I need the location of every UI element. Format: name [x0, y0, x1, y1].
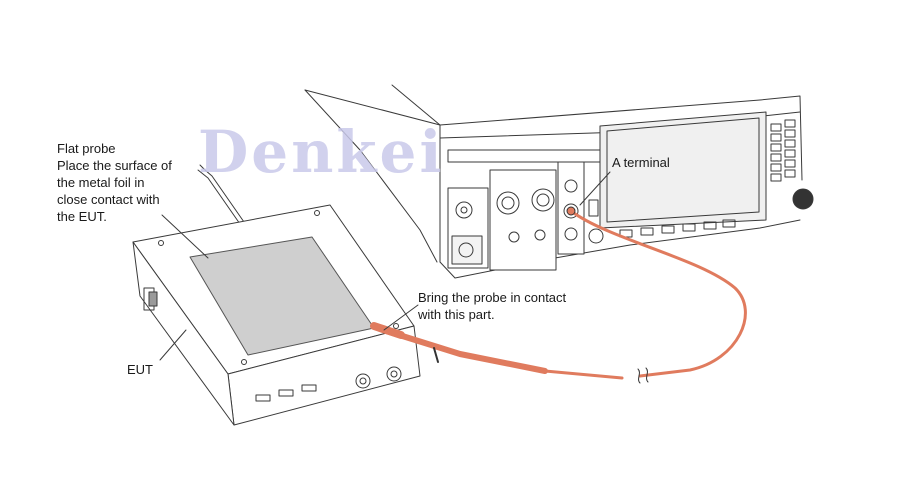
flat-probe-label: Flat probe Place the surface of the meta…	[57, 140, 172, 225]
leader-a-terminal	[579, 171, 611, 206]
flat-probe-label-line: close contact with	[57, 192, 160, 207]
leader-bring-probe	[383, 304, 419, 331]
bring-probe-label: Bring the probe in contact with this par…	[418, 289, 566, 323]
flat-probe-label-line: Place the surface of	[57, 158, 172, 173]
flat-probe-label-line: Flat probe	[57, 141, 116, 156]
flat-probe-rod	[199, 164, 245, 223]
bring-probe-label-line: with this part.	[418, 307, 495, 322]
leader-flat-probe	[161, 214, 209, 259]
a-terminal-label: A terminal	[612, 155, 670, 170]
instrument	[304, 84, 814, 279]
bring-probe-label-line: Bring the probe in contact	[418, 290, 567, 305]
eut-label: EUT	[127, 362, 153, 377]
flat-probe-label-line: the metal foil in	[57, 175, 145, 190]
eut-box	[132, 204, 421, 426]
leader-eut	[159, 329, 187, 361]
probe-cable	[370, 209, 747, 380]
flat-probe-label-line: the EUT.	[57, 209, 107, 224]
watermark-text: Denkei	[198, 118, 445, 186]
flat-probe-rod-edge	[197, 169, 241, 225]
